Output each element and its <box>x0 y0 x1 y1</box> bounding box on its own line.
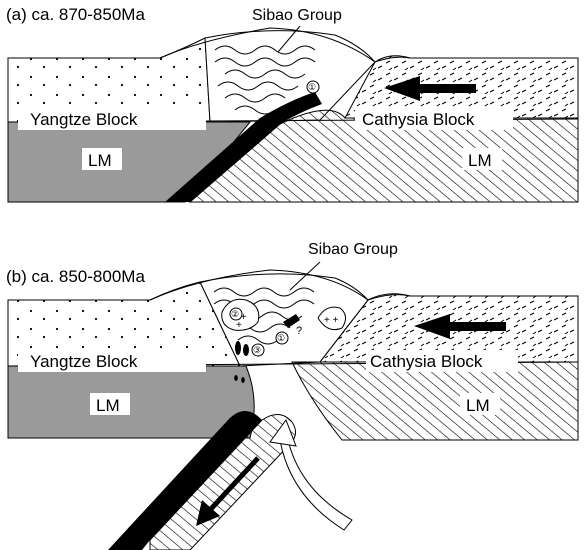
marker-2-b-text: ② <box>231 309 239 319</box>
lm-label-a-right: LM <box>468 151 492 170</box>
svg-text:+ +: + + <box>324 315 339 326</box>
cathaysia-label-a: Cathysia Block <box>362 110 475 129</box>
yangtze-label-b: Yangtze Block <box>30 352 138 371</box>
yangtze-label-a: Yangtze Block <box>30 110 138 129</box>
marker-3-b-text: ③ <box>253 345 261 355</box>
cathaysia-mantle-b <box>292 362 578 440</box>
sibao-label-b: Sibao Group <box>308 241 398 258</box>
panel-b: (b) ca. 850-800Ma + + + + + <box>6 241 578 550</box>
svg-text:+: + <box>236 320 242 331</box>
lm-label-b-left: LM <box>96 396 120 415</box>
cathaysia-label-b: Cathysia Block <box>370 352 483 371</box>
marker-1-a-text: ① <box>308 82 316 92</box>
lm-label-a-left: LM <box>88 151 112 170</box>
question-b: ? <box>296 325 302 337</box>
panel-a-title: (a) ca. 870-850Ma <box>6 5 145 24</box>
sibao-label-a: Sibao Group <box>252 7 342 24</box>
yangtze-mantle-b <box>8 366 254 438</box>
marker-1-b-text: ① <box>277 333 285 343</box>
panel-b-title: (b) ca. 850-800Ma <box>6 267 145 286</box>
panel-a: (a) ca. 870-850Ma Yangtze Block Cathysia… <box>6 5 578 202</box>
lm-label-b-right: LM <box>466 396 490 415</box>
question-a: ? <box>292 99 298 111</box>
